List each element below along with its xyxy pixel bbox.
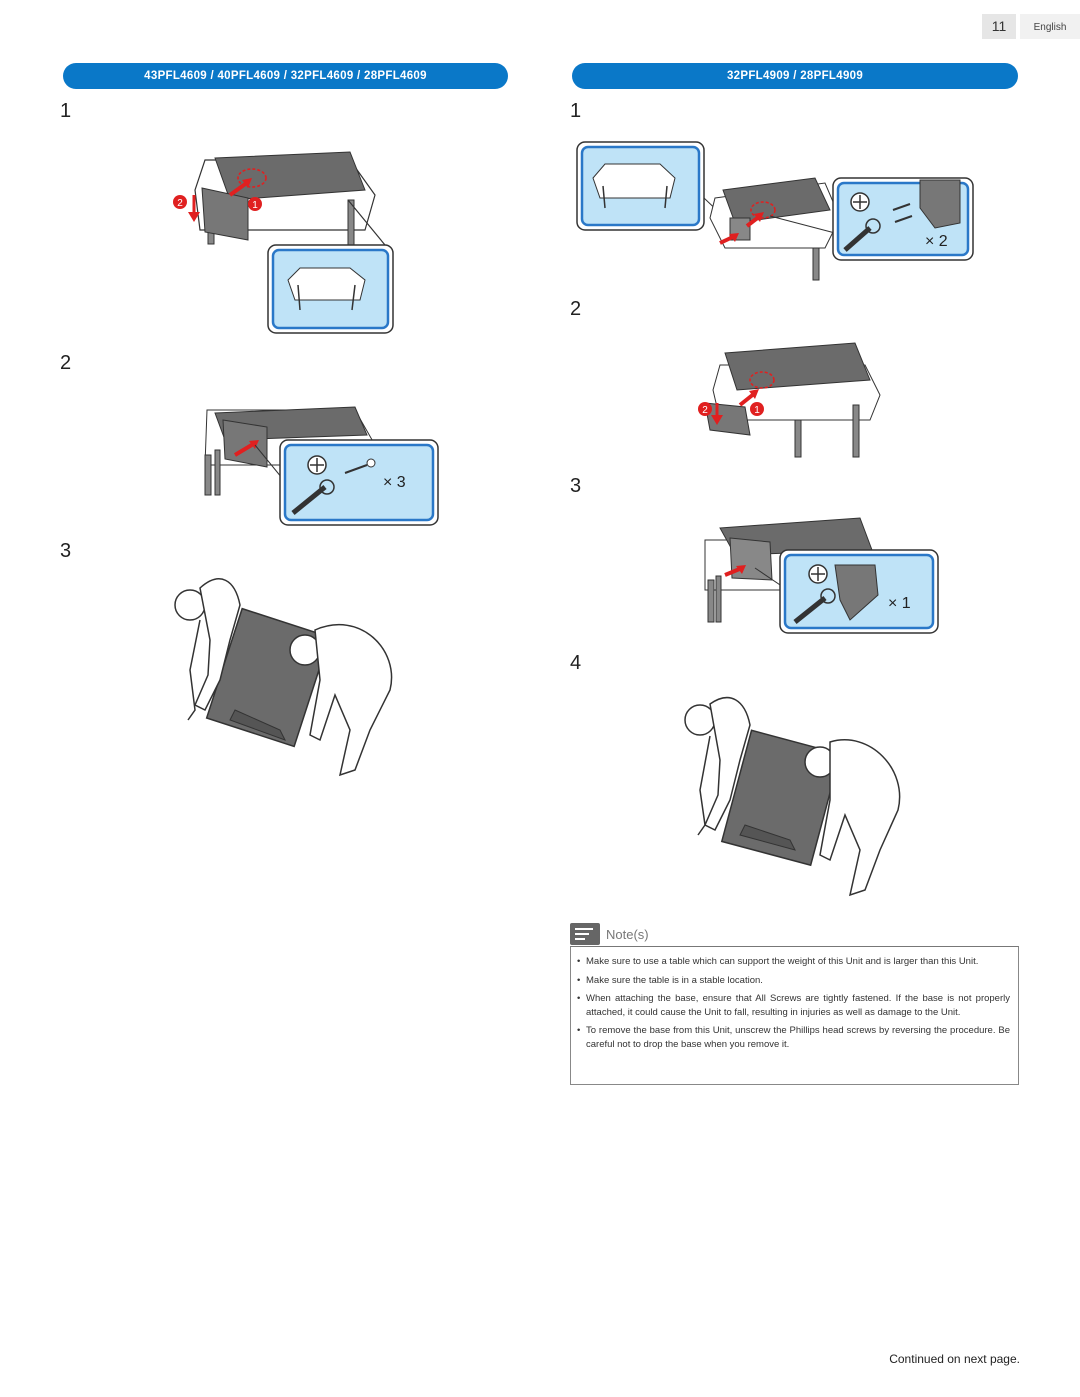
note-item: To remove the base from this Unit, unscr… [577,1024,1010,1051]
left-step-2-illustration: × 3 [204,406,439,526]
notes-box: Make sure to use a table which can suppo… [570,946,1019,1085]
notes-list: Make sure to use a table which can suppo… [577,955,1010,1051]
left-step-1-illustration: 2 1 [173,151,394,334]
page-number: 11 [982,14,1016,39]
notes-icon [570,923,600,945]
right-step-4-number: 4 [570,652,582,674]
left-step-3-number: 3 [60,540,72,562]
left-step-1-callout-2: 2 [177,198,183,209]
right-step-2-callout-2: 2 [702,405,708,416]
right-step-1-illustration: × 2 [576,141,974,281]
left-model-banner: 43PFL4609 / 40PFL4609 / 32PFL4609 / 28PF… [63,63,508,89]
right-step-3-illustration: × 1 [704,517,939,634]
left-step-1-callout-1: 1 [252,200,258,211]
continued-on-next-page: Continued on next page. [889,1352,1020,1366]
right-step-2-illustration: 2 1 [698,342,881,458]
note-item: Make sure the table is in a stable locat… [577,974,1010,988]
right-step-1-number: 1 [570,100,582,122]
right-model-banner: 32PFL4909 / 28PFL4909 [572,63,1018,89]
right-step-2-number: 2 [570,298,582,320]
right-step-2-callout-1: 1 [754,405,760,416]
left-step-1-number: 1 [60,100,72,122]
left-step-2-number: 2 [60,352,72,374]
language-label: English [1020,14,1080,39]
left-screw-count: × 3 [383,474,406,491]
right-step-4-illustration [684,696,901,897]
note-item: When attaching the base, ensure that All… [577,992,1010,1019]
right-step-3-number: 3 [570,475,582,497]
right-screw-count-step1: × 2 [925,233,948,250]
right-screw-count-step3: × 1 [888,595,911,612]
left-step-3-illustration [174,578,393,777]
note-item: Make sure to use a table which can suppo… [577,955,1010,969]
notes-title: Note(s) [606,927,649,942]
